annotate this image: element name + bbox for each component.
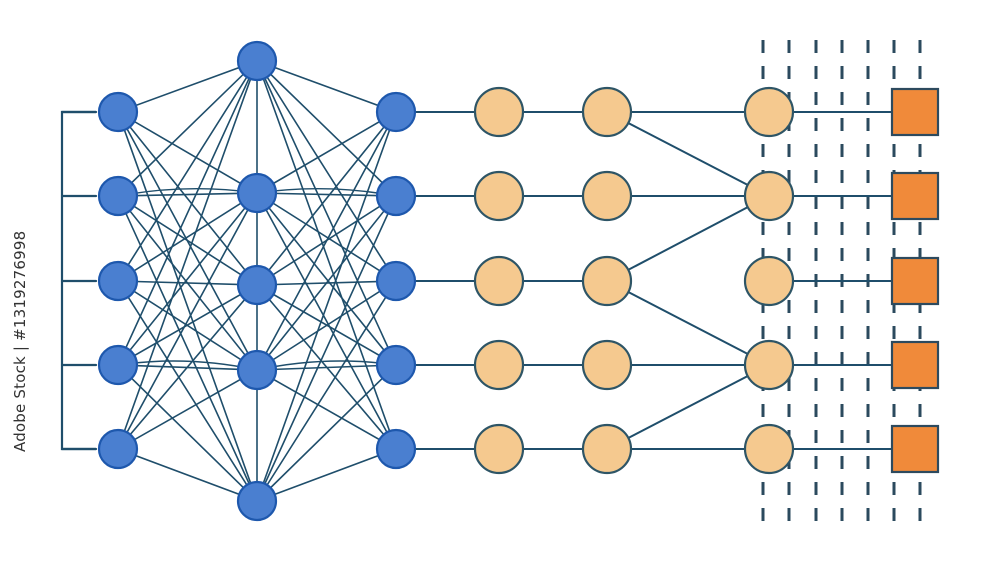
tan-node-b-4: [581, 339, 633, 391]
edge-input-3-hidden-3: [117, 280, 258, 286]
hidden-node-5: [236, 480, 278, 522]
tan-node-b-1: [581, 86, 633, 138]
input-node-5: [97, 428, 139, 470]
edge-hidden-2-third-5: [256, 192, 397, 450]
tan-node-a-5: [473, 423, 525, 475]
edge-tanB-1-tanC-2: [606, 111, 770, 197]
edge-input-3-hidden-2: [117, 192, 258, 282]
edge-input-2-hidden-1: [117, 60, 258, 197]
tan-node-b-3: [581, 255, 633, 307]
third-layer-node-3: [375, 260, 417, 302]
input-node-3: [97, 260, 139, 302]
tan-node-c-3: [743, 255, 795, 307]
network-nodes: [97, 40, 940, 522]
tan-node-a-3: [473, 255, 525, 307]
edge-input-3-hidden-5: [117, 280, 258, 502]
edge-input-5-hidden-5: [117, 448, 258, 502]
edge-input-5-hidden-2: [117, 192, 258, 450]
edge-hidden-4-third-2: [256, 195, 397, 371]
edge-input-1-hidden-2: [117, 111, 258, 194]
network-edges: [60, 60, 916, 502]
edge-hidden-1-third-4: [256, 60, 397, 366]
output-square-2: [890, 171, 940, 221]
tan-node-a-1: [473, 86, 525, 138]
edge-hidden-1-third-1: [256, 60, 397, 113]
tan-node-c-4: [743, 339, 795, 391]
edge-input-1-hidden-3: [117, 111, 258, 286]
edge-hidden-1-third-3: [256, 60, 397, 282]
edge-hidden-2-third-4: [256, 192, 397, 366]
edge-input-4-hidden-3: [117, 284, 258, 366]
third-layer-node-4: [375, 344, 417, 386]
edge-hidden-1-third-5: [256, 60, 397, 450]
output-square-3: [890, 256, 940, 306]
edge-hidden-1-third-2: [256, 60, 397, 197]
hidden-node-4: [236, 349, 278, 391]
input-node-1: [97, 91, 139, 133]
edge-hidden-4-third-1: [256, 111, 397, 371]
edge-input-5-hidden-3: [117, 284, 258, 450]
edge-hidden-4-third-4: [256, 364, 397, 371]
edge-hidden-5-third-1: [256, 111, 397, 502]
edge-hidden-5-third-4: [256, 364, 397, 502]
edge-hidden-2-third-3: [256, 192, 397, 282]
tan-node-c-2: [743, 170, 795, 222]
edge-input-4-hidden-5: [117, 364, 258, 502]
hidden-node-2: [236, 172, 278, 214]
edge-input-1-hidden-1: [117, 60, 258, 113]
edge-hidden-2-third-2: [256, 192, 397, 197]
hidden-node-3: [236, 264, 278, 306]
edge-input-1-hidden-5: [117, 111, 258, 502]
edge-hidden-5-third-3: [256, 280, 397, 502]
edge-hidden-2-third-1: [256, 111, 397, 194]
edge-input-4-hidden-2: [117, 192, 258, 366]
tan-node-c-1: [743, 86, 795, 138]
tan-node-b-5: [581, 423, 633, 475]
input-node-4: [97, 344, 139, 386]
edge-hidden-4-third-3: [256, 280, 397, 371]
third-layer-node-2: [375, 175, 417, 217]
edge-input-2-hidden-3: [117, 195, 258, 286]
third-layer-node-1: [375, 91, 417, 133]
output-square-4: [890, 340, 940, 390]
hidden-node-1: [236, 40, 278, 82]
tan-node-a-4: [473, 339, 525, 391]
edge-input-4-hidden-1: [117, 60, 258, 366]
edge-tanB-3-tanC-4: [606, 280, 770, 366]
edge-input-3-hidden-1: [117, 60, 258, 282]
edge-tanB-3-tanC-2: [606, 195, 770, 282]
edge-hidden-5-third-2: [256, 195, 397, 502]
edge-input-2-hidden-2: [117, 192, 258, 197]
edge-input-5-hidden-4: [117, 369, 258, 450]
third-layer-node-5: [375, 428, 417, 470]
edge-input-5-hidden-1: [117, 60, 258, 450]
input-node-2: [97, 175, 139, 217]
edge-hidden-4-third-5: [256, 369, 397, 450]
stock-watermark-id: Adobe Stock | #1319276998: [11, 230, 29, 452]
edge-hidden-5-third-5: [256, 448, 397, 502]
output-square-5: [890, 424, 940, 474]
tan-node-a-2: [473, 170, 525, 222]
edge-input-2-hidden-5: [117, 195, 258, 502]
edge-hidden-3-third-1: [256, 111, 397, 286]
tan-node-c-5: [743, 423, 795, 475]
output-square-1: [890, 87, 940, 137]
tan-node-b-2: [581, 170, 633, 222]
edge-tanB-5-tanC-4: [606, 364, 770, 450]
